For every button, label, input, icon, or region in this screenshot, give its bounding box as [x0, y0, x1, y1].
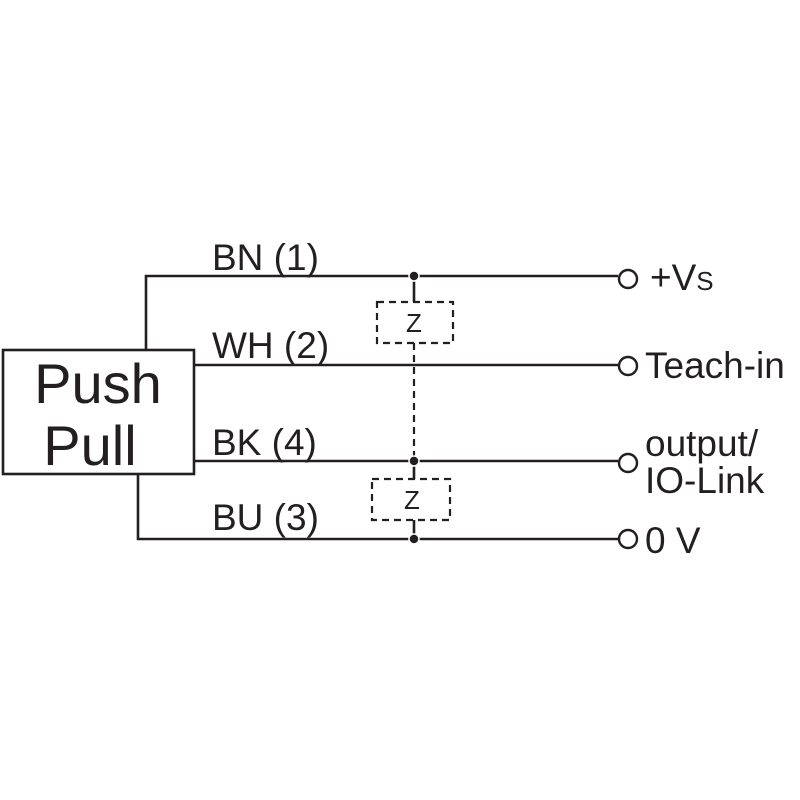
load-lower-box [370, 477, 452, 522]
wire-bn [144, 274, 618, 350]
wire-bu [136, 474, 618, 541]
junction-bu [408, 533, 420, 545]
junction-bk [408, 455, 420, 467]
push-pull-block [1, 348, 196, 476]
load-upper-label: Z [406, 308, 422, 338]
terminal-label-0v: 0 V [645, 520, 701, 561]
terminal-label-vs-sub: S [696, 266, 713, 296]
wire-label-wh: WH (2) [212, 325, 329, 366]
terminal-output [617, 452, 639, 474]
terminal-label-teach-in: Teach-in [645, 345, 785, 386]
block-label-line1: Push [34, 352, 162, 415]
wire-label-bu: BU (3) [212, 497, 319, 538]
terminal-label-output-line1: output/ [645, 423, 759, 464]
terminal-vs [617, 268, 639, 290]
terminal-teach-in [617, 355, 639, 377]
load-lower-label: Z [404, 485, 420, 515]
block-label-line2: Pull [43, 414, 136, 477]
wire-label-bn: BN (1) [212, 237, 319, 278]
terminal-label-vs: +VS [650, 257, 714, 298]
load-upper-box [375, 300, 455, 345]
terminal-0v [617, 528, 639, 550]
terminal-label-vs-main: +V [650, 257, 697, 298]
terminal-label-output-line2: IO-Link [645, 460, 765, 501]
wire-label-bk: BK (4) [212, 422, 317, 463]
junction-bn [408, 270, 420, 282]
